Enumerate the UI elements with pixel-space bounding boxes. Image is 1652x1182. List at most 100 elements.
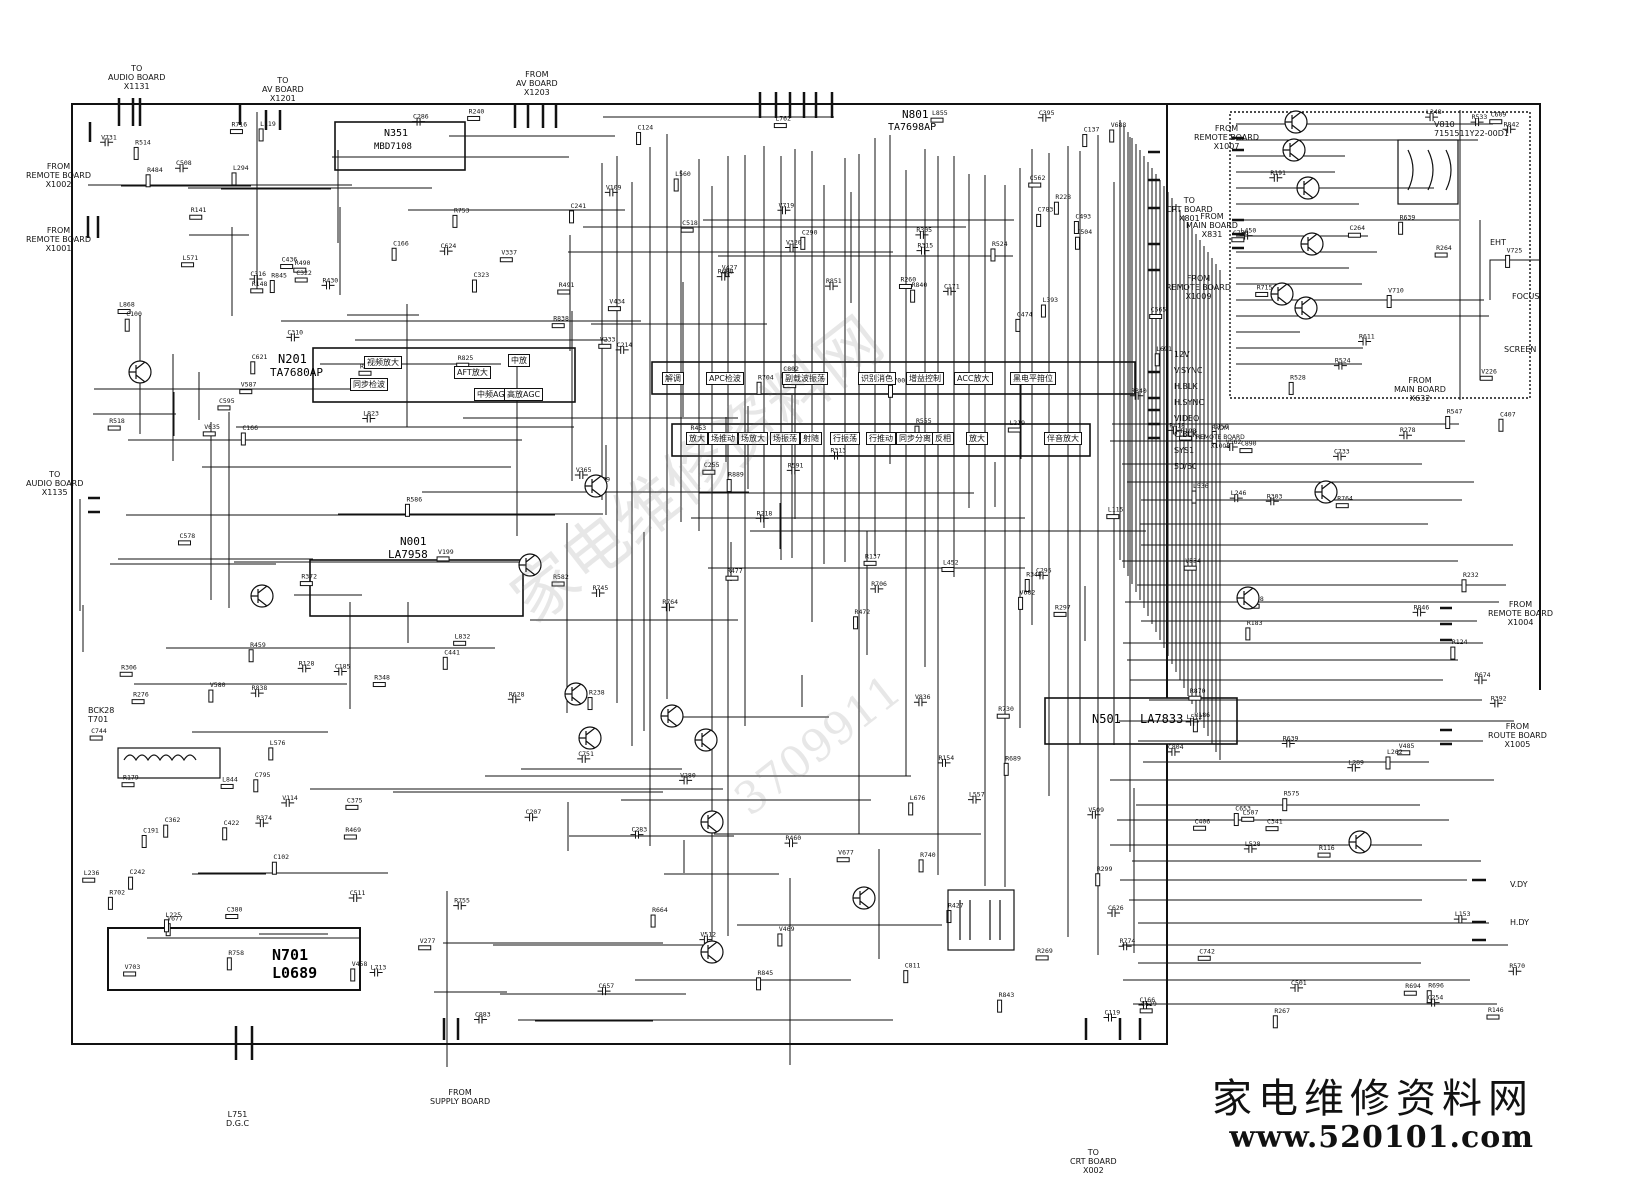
svg-text:V677: V677 [838,849,854,857]
svg-text:V836: V836 [915,693,931,701]
signal-1: V.SYNC [1174,366,1203,375]
connector-crt-x1801: TO CRT BOARD X801 [1166,196,1213,223]
svg-text:C362: C362 [165,816,181,824]
svg-text:C375: C375 [347,796,363,804]
svg-text:L150: L150 [1213,422,1229,430]
svg-text:R825: R825 [458,354,474,362]
svg-text:R745: R745 [593,584,609,592]
svg-text:R183: R183 [1247,619,1263,627]
svg-text:R842: R842 [1504,120,1520,128]
svg-text:V469: V469 [779,925,795,933]
label-v810: V810 7151511Y22-00D1 [1434,120,1510,138]
label-t701: BCK28 T701 [88,706,115,724]
svg-text:C341: C341 [1267,818,1283,826]
svg-text:V731: V731 [101,133,117,141]
chip-n801-part: TA7698AP [888,122,937,133]
svg-text:R232: R232 [1463,571,1479,579]
svg-text:V725: V725 [1507,246,1523,254]
chip-n201-part: TA7680AP [270,366,323,379]
connector-main-x632: FROM MAIN BOARD X632 [1394,376,1446,403]
svg-text:L225: L225 [165,911,181,919]
svg-text:C286: C286 [413,113,429,121]
svg-text:C508: C508 [176,159,192,167]
svg-text:R267: R267 [1274,1007,1290,1015]
svg-text:V682: V682 [1020,588,1036,596]
svg-text:C295: C295 [1036,566,1052,574]
signal-0: 12V [1174,350,1190,359]
svg-text:R392: R392 [1491,694,1507,702]
connector-route-x1005: FROM ROUTE BOARD X1005 [1488,722,1547,749]
ic-block-12: 行振荡 [830,432,860,445]
ic-block-18: 同步检波 [350,378,388,391]
svg-text:R340: R340 [1131,387,1147,395]
svg-text:C166: C166 [1139,996,1155,1004]
svg-text:R418: R418 [1169,421,1185,429]
svg-text:L452: L452 [943,559,959,567]
connector-stubs [86,92,1486,1060]
svg-text:C241: C241 [571,202,587,210]
svg-text:R198: R198 [1181,427,1197,435]
svg-text:R269: R269 [1037,947,1053,955]
svg-text:V485: V485 [1399,742,1415,750]
svg-text:R372: R372 [301,573,317,581]
svg-text:C185: C185 [335,663,351,671]
svg-text:C166: C166 [393,239,409,247]
svg-text:C626: C626 [1108,904,1124,912]
svg-text:R639: R639 [1400,213,1416,221]
svg-text:V337: V337 [501,249,517,257]
svg-text:R141: R141 [191,206,207,214]
ic-block-9: 场放大 [738,432,768,445]
svg-text:V280: V280 [680,771,696,779]
svg-text:V320: V320 [786,239,802,247]
svg-text:C474: C474 [1017,310,1033,318]
svg-text:R346: R346 [1026,571,1042,579]
transistors [128,110,1372,964]
ic-block-3: 识别消色 [858,372,896,385]
chip-n351-label: N351 [384,128,409,139]
svg-text:L348: L348 [1426,108,1442,116]
svg-text:C501: C501 [1291,979,1307,987]
chip-n001-part: LA7958 [388,548,428,561]
svg-text:V534: V534 [1185,557,1201,565]
svg-text:L246: L246 [1231,489,1247,497]
svg-text:C653: C653 [1235,805,1251,813]
svg-text:R674: R674 [1475,671,1491,679]
svg-text:L676: L676 [910,794,926,802]
ic-block-19: AFT放大 [454,366,491,379]
svg-text:V226: V226 [1481,367,1497,375]
svg-text:L153: L153 [1455,910,1471,918]
svg-text:R124: R124 [1452,638,1468,646]
svg-text:L528: L528 [1245,840,1261,848]
signal-6: SYS1 [1174,446,1195,455]
svg-text:L855: L855 [932,109,948,117]
svg-text:L700: L700 [889,376,905,384]
site-url-footer[interactable]: www.520101.com [1229,1120,1534,1155]
svg-text:R469: R469 [345,826,361,834]
svg-text:R240: R240 [469,107,485,115]
svg-text:L576: L576 [270,739,286,747]
svg-text:V277: V277 [420,937,436,945]
svg-text:C441: C441 [444,648,460,656]
svg-text:R555: R555 [916,417,932,425]
label-v-dy: V.DY [1510,880,1528,889]
svg-text:R264: R264 [1436,244,1452,252]
svg-text:R148: R148 [252,280,268,288]
svg-text:C380: C380 [227,906,243,914]
svg-text:C242: C242 [130,868,146,876]
svg-text:C191: C191 [143,826,159,834]
svg-text:R260: R260 [900,275,916,283]
svg-text:C207: C207 [526,808,542,816]
connector-av-board-top: TO AV BOARD X1201 [262,76,304,103]
svg-text:R238: R238 [589,689,605,697]
ic-block-6: 黑电平箝位 [1010,372,1056,385]
svg-text:L450: L450 [1241,227,1257,235]
svg-text:R694: R694 [1405,982,1421,990]
transformers [117,139,1459,951]
svg-text:L823: L823 [363,410,379,418]
label-screen: SCREEN [1504,345,1537,354]
svg-text:V635: V635 [204,423,220,431]
svg-text:R575: R575 [1284,790,1300,798]
svg-text:C511: C511 [350,889,366,897]
svg-text:C283: C283 [631,826,647,834]
connector-av-board-from: FROM AV BOARD X1203 [516,70,558,97]
